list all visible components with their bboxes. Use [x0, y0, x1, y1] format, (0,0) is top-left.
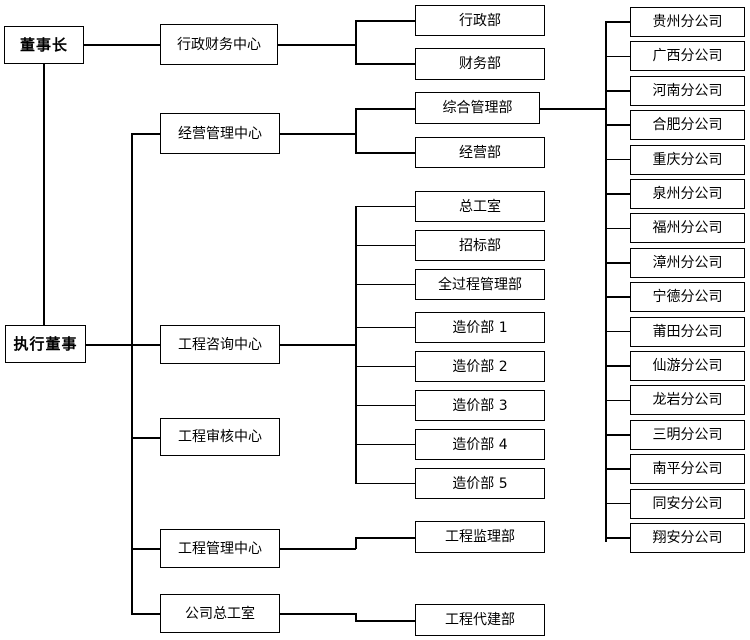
- node-branch-quanzhou[interactable]: 泉州分公司: [630, 179, 745, 209]
- connector-chairman-to-executive-director: [43, 63, 45, 325]
- node-branch-sanming[interactable]: 三明分公司: [630, 419, 745, 450]
- connector-executive-director-stub: [86, 344, 161, 346]
- node-cost-dept-5[interactable]: 造价部 5: [415, 468, 545, 499]
- connector-branch-spine-to-branch-longyan: [605, 399, 630, 402]
- connector-general-mgmt-dept-to-branch-spine: [540, 108, 606, 110]
- node-whole-process-mgmt-dept[interactable]: 全过程管理部: [415, 269, 545, 300]
- node-cost-dept-3[interactable]: 造价部 3: [415, 390, 545, 421]
- connector-spine-to-eng-consulting-center: [131, 344, 160, 346]
- node-chairman[interactable]: 董事长: [4, 26, 84, 64]
- node-general-mgmt-dept[interactable]: 综合管理部: [415, 92, 540, 124]
- connector-branch-spine-to-branch-chongqing: [605, 158, 630, 161]
- connector-eng-consulting-to-cost-dept-2: [355, 365, 415, 368]
- connector-business-center-to-general-mgmt-dept: [355, 108, 415, 110]
- node-branch-nanping[interactable]: 南平分公司: [630, 454, 745, 485]
- node-business-mgmt-center[interactable]: 经营管理中心: [160, 113, 280, 154]
- node-branch-hefei[interactable]: 合肥分公司: [630, 110, 745, 141]
- node-branch-fuzhou[interactable]: 福州分公司: [630, 213, 745, 244]
- connector-admin-center-spine: [355, 20, 357, 64]
- connector-spine-to-eng-audit-center: [131, 437, 160, 439]
- connector-eng-consulting-to-cost-dept-3: [355, 404, 415, 407]
- connector-chairman-to-admin-center: [84, 44, 160, 46]
- connector-spine-to-business-center: [131, 133, 160, 135]
- node-eng-mgmt-center[interactable]: 工程管理中心: [160, 529, 280, 568]
- node-eng-supervision-dept[interactable]: 工程监理部: [415, 521, 545, 553]
- connector-branch-spine-to-branch-hefei: [605, 124, 630, 126]
- node-branch-zhangzhou[interactable]: 漳州分公司: [630, 247, 745, 278]
- node-branch-xiangan[interactable]: 翔安分公司: [630, 523, 745, 553]
- node-cost-dept-4[interactable]: 造价部 4: [415, 429, 545, 460]
- connector-eng-mgmt-center-to-supervision-dept: [355, 537, 415, 539]
- connector-business-center-to-business-dept: [355, 152, 415, 154]
- connector-admin-center-stub: [278, 44, 356, 46]
- connector-branch-spine-to-branch-sanming: [605, 434, 630, 436]
- connector-branch-spine-to-branch-xiangan: [605, 537, 630, 539]
- node-bidding-dept[interactable]: 招标部: [415, 230, 545, 261]
- connector-admin-center-to-finance-dept: [355, 63, 415, 65]
- node-branch-guizhou[interactable]: 贵州分公司: [630, 7, 745, 37]
- connector-eng-mgmt-center-spine: [355, 537, 357, 549]
- node-branch-tongan[interactable]: 同安分公司: [630, 488, 745, 519]
- node-branch-guangxi[interactable]: 广西分公司: [630, 41, 745, 72]
- connector-eng-consulting-to-cost-dept-5: [355, 482, 415, 485]
- node-branch-chongqing[interactable]: 重庆分公司: [630, 144, 745, 175]
- connector-eng-consulting-to-whole-process-mgmt-dept: [355, 283, 415, 286]
- connector-company-chief-eng-office-spine: [355, 613, 357, 620]
- node-branch-longyan[interactable]: 龙岩分公司: [630, 385, 745, 416]
- connector-eng-consulting-to-chief-eng-office: [355, 205, 415, 208]
- node-branch-xianyou[interactable]: 仙游分公司: [630, 351, 745, 381]
- node-eng-audit-center[interactable]: 工程审核中心: [160, 418, 280, 456]
- connector-company-chief-eng-office-stub: [280, 613, 356, 615]
- connector-eng-consulting-center-stub: [280, 344, 356, 346]
- connector-eng-consulting-center-spine: [355, 206, 357, 484]
- connector-business-center-stub: [280, 133, 356, 135]
- connector-branch-spine-to-branch-putian: [605, 330, 630, 333]
- node-company-chief-eng-office[interactable]: 公司总工室: [160, 594, 280, 633]
- connector-eng-mgmt-center-stub: [280, 548, 356, 550]
- node-branch-putian[interactable]: 莆田分公司: [630, 316, 745, 347]
- connector-company-chief-eng-office-to-agent-dept: [355, 620, 415, 622]
- connector-branch-spine-to-branch-quanzhou: [605, 193, 630, 195]
- node-eng-consulting-center[interactable]: 工程咨询中心: [160, 325, 280, 364]
- node-finance-dept[interactable]: 财务部: [415, 48, 545, 80]
- connector-branch-spine-to-branch-guangxi: [605, 55, 630, 58]
- node-business-dept[interactable]: 经营部: [415, 137, 545, 168]
- node-executive-director[interactable]: 执行董事: [5, 325, 86, 363]
- node-eng-agent-construction-dept[interactable]: 工程代建部: [415, 604, 545, 636]
- node-chief-eng-office[interactable]: 总工室: [415, 191, 545, 222]
- connector-branch-spine-to-branch-tongan: [605, 502, 630, 505]
- connector-branch-spine-to-branch-guizhou: [605, 21, 630, 23]
- node-admin-dept[interactable]: 行政部: [415, 5, 545, 36]
- node-cost-dept-1[interactable]: 造价部 1: [415, 312, 545, 343]
- node-admin-finance-center[interactable]: 行政财务中心: [160, 24, 278, 65]
- connector-branch-spine-to-branch-zhangzhou: [605, 262, 630, 264]
- connector-spine-to-company-chief-eng-office: [131, 613, 160, 615]
- node-cost-dept-2[interactable]: 造价部 2: [415, 351, 545, 382]
- connector-executive-director-spine: [131, 133, 133, 614]
- connector-branch-spine-to-branch-fuzhou: [605, 227, 630, 230]
- connector-branch-spine-to-branch-nanping: [605, 468, 630, 470]
- connector-admin-center-to-admin-dept: [355, 20, 415, 22]
- connector-business-center-spine: [355, 108, 357, 153]
- connector-eng-consulting-to-bidding-dept: [355, 244, 415, 247]
- connector-eng-consulting-to-cost-dept-1: [355, 326, 415, 329]
- connector-branch-spine-to-branch-henan: [605, 90, 630, 92]
- connector-branch-spine: [605, 22, 607, 542]
- node-branch-henan[interactable]: 河南分公司: [630, 75, 745, 106]
- node-branch-ningde[interactable]: 宁德分公司: [630, 282, 745, 313]
- connector-branch-spine-to-branch-xianyou: [605, 365, 630, 367]
- connector-eng-consulting-to-cost-dept-4: [355, 443, 415, 446]
- connector-branch-spine-to-branch-ningde: [605, 296, 630, 298]
- connector-spine-to-eng-mgmt-center: [131, 548, 160, 550]
